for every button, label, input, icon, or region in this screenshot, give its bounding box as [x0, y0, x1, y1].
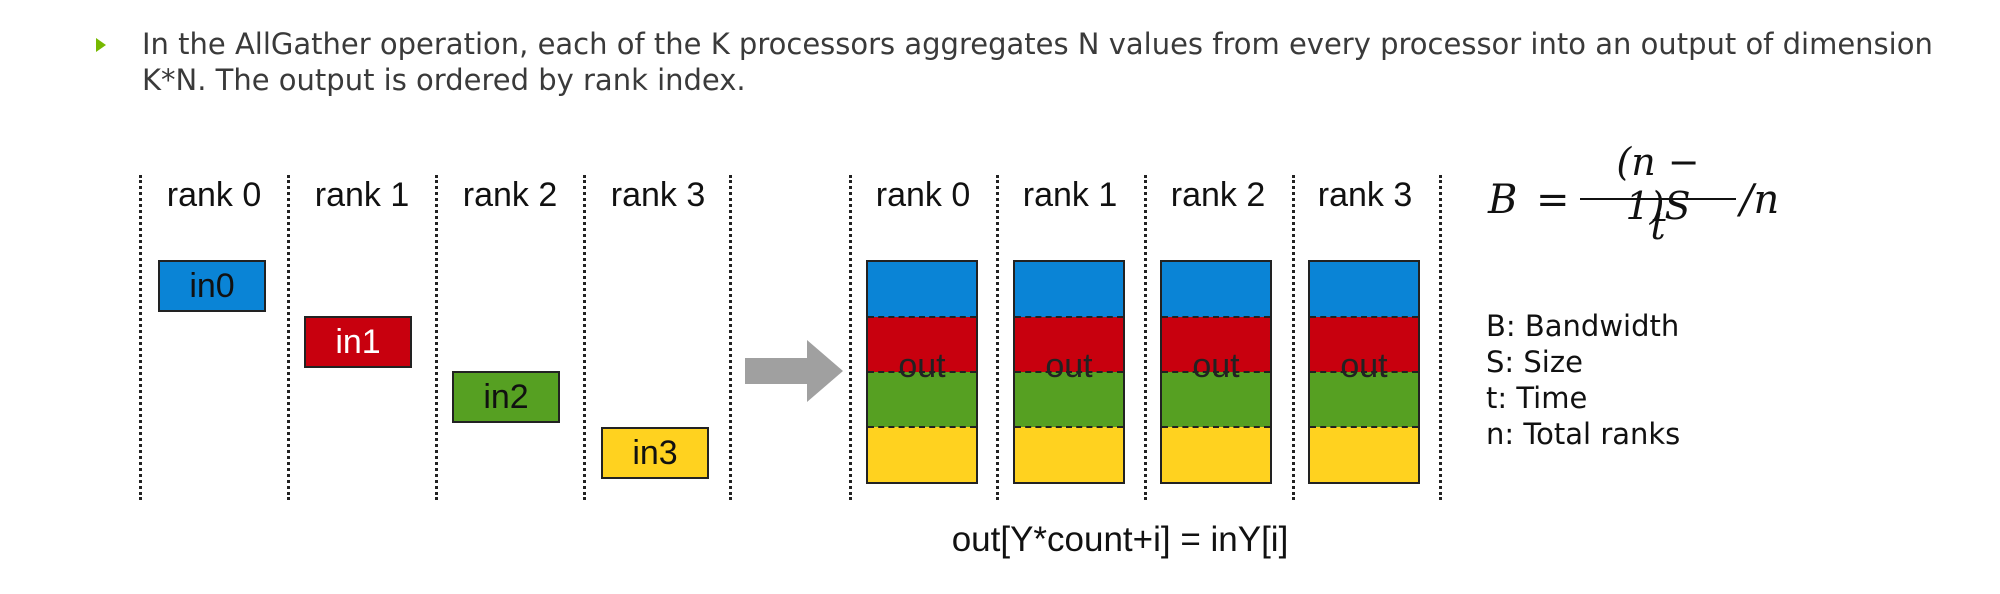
equation-numerator: (n − 1)S — [1616, 140, 1700, 228]
segment-from-rank2 — [868, 372, 976, 427]
output-label: out — [1045, 347, 1093, 385]
bullet-marker-icon — [96, 38, 106, 52]
segment-from-rank1 — [1015, 317, 1123, 372]
segment-separator — [868, 316, 976, 318]
segment-separator — [868, 371, 976, 373]
segment-from-rank0 — [868, 262, 976, 317]
segment-from-rank0 — [1015, 262, 1123, 317]
equation-lhs: B — [1488, 177, 1518, 223]
segment-from-rank1 — [868, 317, 976, 372]
input-rank-label: rank 1 — [314, 176, 410, 214]
equation-denominator: t — [1650, 204, 1666, 248]
rank-divider — [996, 175, 999, 500]
rank-divider — [1292, 175, 1295, 500]
segment-separator — [1162, 316, 1270, 318]
segment-separator — [1015, 426, 1123, 428]
rank-divider — [435, 175, 438, 500]
input-rank-label: rank 2 — [462, 176, 558, 214]
input-rank-label: rank 0 — [166, 176, 262, 214]
segment-separator — [1162, 426, 1270, 428]
segment-from-rank1 — [1310, 317, 1418, 372]
allgather-formula: out[Y*count+i] = inY[i] — [951, 520, 1289, 559]
segment-from-rank1 — [1162, 317, 1270, 372]
rank-divider — [583, 175, 586, 500]
segment-separator — [1310, 426, 1418, 428]
legend-item: t: Time — [1486, 381, 1588, 415]
segment-from-rank3 — [868, 427, 976, 482]
equation-tail: /n — [1740, 177, 1780, 223]
segment-from-rank2 — [1310, 372, 1418, 427]
legend-item: S: Size — [1486, 345, 1583, 379]
segment-from-rank0 — [1310, 262, 1418, 317]
output-rank-label: rank 2 — [1170, 176, 1266, 214]
segment-from-rank2 — [1162, 372, 1270, 427]
equation-equals: = — [1536, 177, 1570, 223]
legend-item: n: Total ranks — [1486, 417, 1681, 451]
rank-divider — [139, 175, 142, 500]
fraction-bar — [1580, 198, 1736, 200]
legend-item: B: Bandwidth — [1486, 309, 1680, 343]
output-rank-label: rank 1 — [1022, 176, 1118, 214]
output-label: out — [898, 347, 946, 385]
rank-divider — [849, 175, 852, 500]
bullet-text: In the AllGather operation, each of the … — [142, 26, 1972, 98]
input-rank-label: rank 3 — [610, 176, 706, 214]
output-buffer-rank1: out — [1013, 260, 1125, 484]
output-buffer-rank2: out — [1160, 260, 1272, 484]
output-rank-label: rank 0 — [875, 176, 971, 214]
segment-separator — [1310, 316, 1418, 318]
rank-divider — [1439, 175, 1442, 500]
segment-separator — [1015, 371, 1123, 373]
input-buffer-in3: in3 — [601, 427, 709, 479]
output-rank-label: rank 3 — [1317, 176, 1413, 214]
segment-from-rank3 — [1310, 427, 1418, 482]
segment-from-rank3 — [1015, 427, 1123, 482]
bullet-text-line-1: In the AllGather operation, each of the … — [142, 27, 1933, 61]
segment-from-rank2 — [1015, 372, 1123, 427]
variable-legend: B: Bandwidth S: Size t: Time n: Total ra… — [1486, 308, 1680, 452]
input-buffer-in1: in1 — [304, 316, 412, 368]
segment-from-rank3 — [1162, 427, 1270, 482]
output-buffer-rank0: out — [866, 260, 978, 484]
bullet-text-line-2: K*N. The output is ordered by rank index… — [142, 63, 746, 97]
rank-divider — [287, 175, 290, 500]
rank-divider — [1144, 175, 1147, 500]
input-buffer-in2: in2 — [452, 371, 560, 423]
right-arrow-icon — [745, 340, 843, 402]
output-buffer-rank3: out — [1308, 260, 1420, 484]
segment-separator — [1015, 316, 1123, 318]
segment-separator — [1310, 371, 1418, 373]
output-label: out — [1340, 347, 1388, 385]
input-buffer-in0: in0 — [158, 260, 266, 312]
segment-separator — [868, 426, 976, 428]
segment-from-rank0 — [1162, 262, 1270, 317]
segment-separator — [1162, 371, 1270, 373]
rank-divider — [729, 175, 732, 500]
output-label: out — [1192, 347, 1240, 385]
